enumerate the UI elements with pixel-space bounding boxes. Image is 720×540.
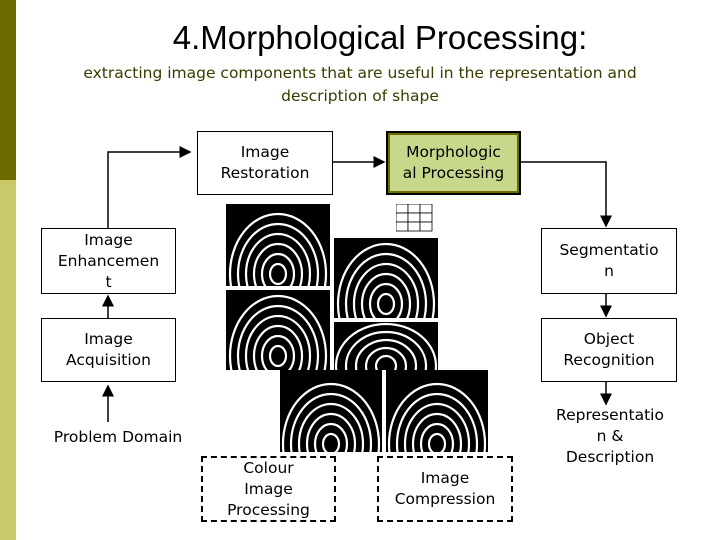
image-acquisition-box[interactable]: Image Acquisition — [41, 318, 176, 382]
colour-image-processing-box[interactable]: Colour Image Processing — [201, 456, 336, 522]
image-compression-box[interactable]: Image Compression — [377, 456, 513, 522]
slide-accent-bar-bottom — [0, 180, 16, 540]
problem-domain-label: Problem Domain — [53, 428, 183, 446]
object-recognition-box[interactable]: Object Recognition — [541, 318, 677, 382]
fingerprint-image-6 — [386, 370, 488, 452]
image-enhancement-box[interactable]: Image Enhancemen t — [41, 228, 176, 294]
slide-title: 4.Morphological Processing: — [172, 19, 588, 56]
fingerprint-image-1 — [226, 204, 330, 286]
fingerprint-image-2 — [334, 238, 438, 318]
representation-description-label: Representatio n & Description — [556, 406, 664, 466]
fingerprint-image-5 — [280, 370, 382, 452]
morphological-processing-box[interactable]: Morphologic al Processing — [386, 131, 521, 195]
fingerprint-image-4 — [334, 322, 438, 370]
structuring-element-grid — [396, 204, 433, 232]
image-restoration-box[interactable]: Image Restoration — [197, 131, 333, 195]
segmentation-box[interactable]: Segmentatio n — [541, 228, 677, 294]
fingerprint-image-3 — [226, 290, 330, 370]
slide-subtitle: extracting image components that are use… — [83, 64, 637, 105]
slide-accent-bar-top — [0, 0, 16, 180]
